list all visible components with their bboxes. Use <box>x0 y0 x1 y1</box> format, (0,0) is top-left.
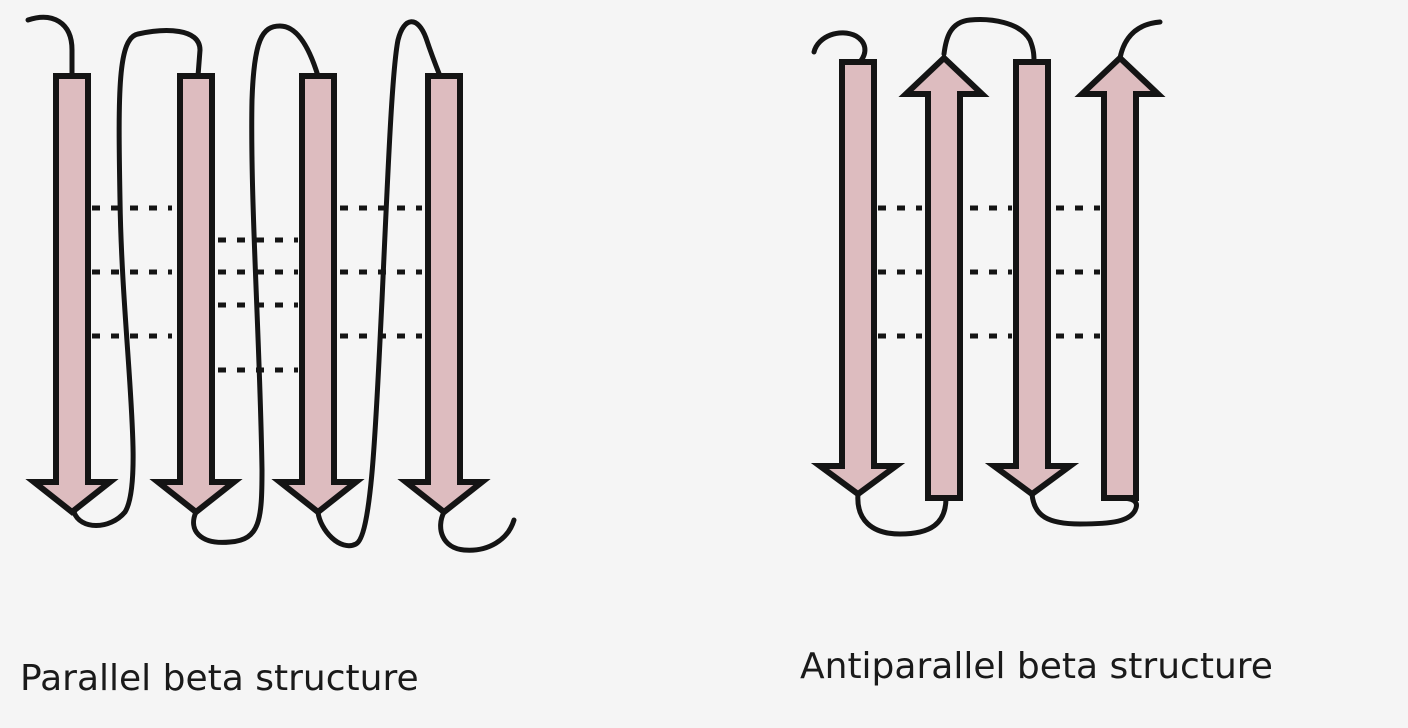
antiparallel-strand-4-arrow <box>1074 53 1166 501</box>
parallel-strand-3-arrow <box>271 73 365 516</box>
parallel-loops <box>25 14 517 553</box>
parallel-strands <box>25 73 491 516</box>
parallel-panel <box>25 14 517 553</box>
parallel-strand-4-arrow <box>397 73 491 516</box>
antiparallel-strand-2-arrow <box>898 53 990 501</box>
antiparallel-n-terminus <box>811 30 868 65</box>
antiparallel-panel <box>810 17 1166 537</box>
antiparallel-hydrogen-bonds <box>878 205 1100 339</box>
parallel-n-terminus <box>25 14 75 79</box>
antiparallel-strands <box>810 53 1166 501</box>
parallel-strand-1-arrow <box>25 73 119 516</box>
parallel-loop-2 <box>191 23 321 545</box>
parallel-caption: Parallel beta structure <box>20 658 419 699</box>
antiparallel-caption: Antiparallel beta structure <box>800 646 1273 687</box>
antiparallel-top-loop <box>941 17 1037 65</box>
parallel-c-terminus <box>438 509 517 553</box>
antiparallel-loops <box>811 17 1163 537</box>
antiparallel-strand-3-arrow <box>984 59 1080 498</box>
antiparallel-c-terminus <box>1117 19 1163 61</box>
parallel-loop-3 <box>315 19 443 549</box>
parallel-loop-1 <box>71 28 203 528</box>
antiparallel-strand-1-arrow <box>810 59 906 498</box>
antiparallel-bottom-loop-1 <box>855 491 949 537</box>
parallel-strand-2-arrow <box>149 73 243 516</box>
antiparallel-bottom-loop-2 <box>1029 491 1139 527</box>
